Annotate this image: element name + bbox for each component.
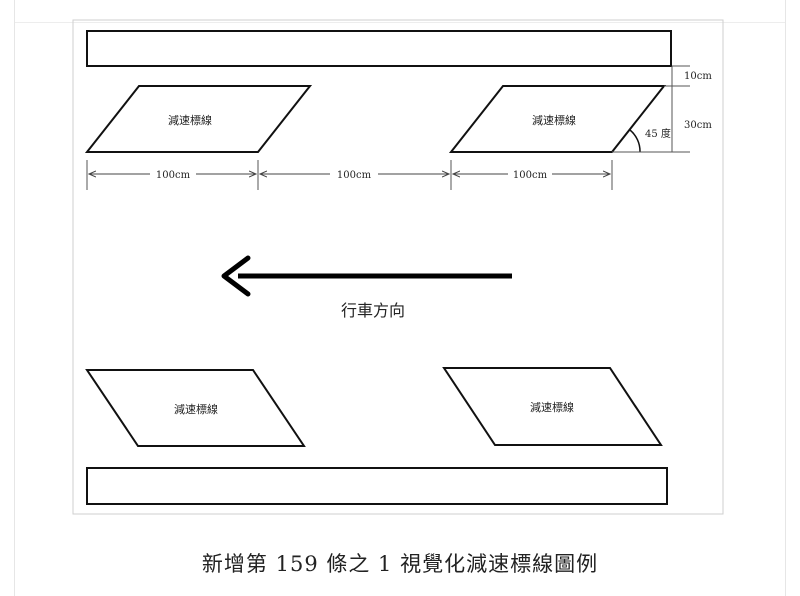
offset-label: 10cm (684, 71, 712, 82)
gap-label: 100cm (337, 170, 372, 181)
marking-label-top-left: 減速標線 (168, 113, 212, 127)
marking-top-left (84, 85, 313, 153)
marking-label-top-right: 減速標線 (532, 113, 576, 127)
figure-frame (72, 19, 724, 515)
width-label-3: 100cm (513, 170, 548, 181)
marking-label-bottom-left: 減速標線 (174, 402, 218, 416)
road-edge-bottom (86, 467, 668, 505)
road-edge-top (86, 30, 672, 67)
page-top-edge (14, 22, 785, 23)
angle-label: 45 度 (645, 127, 671, 140)
marking-bottom-left (85, 369, 306, 447)
direction-arrow-head (221, 255, 251, 297)
page-left-edge (14, 0, 15, 596)
marking-label-bottom-right: 減速標線 (530, 400, 574, 414)
angle-arc (629, 129, 641, 153)
figure-caption: 新增第 159 條之 1 視覺化減速標線圖例 (201, 552, 599, 576)
marking-bottom-right (442, 367, 663, 446)
page-right-edge (785, 0, 786, 596)
width-label-1: 100cm (156, 170, 191, 181)
height-label: 30cm (684, 120, 712, 131)
direction-label: 行車方向 (341, 301, 405, 320)
